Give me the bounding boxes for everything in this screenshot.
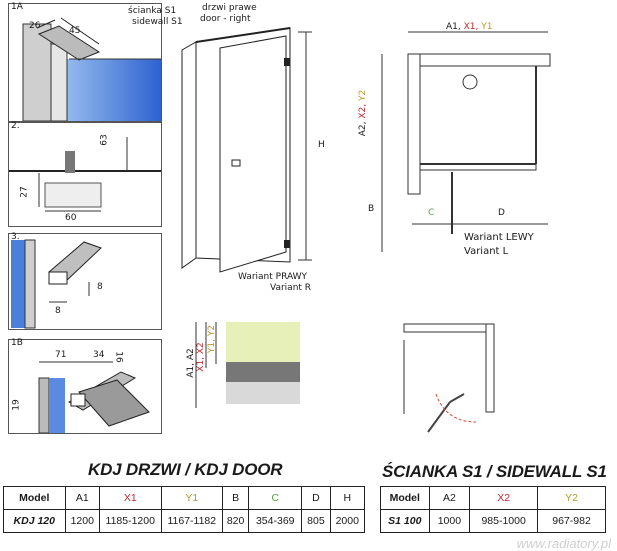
dim-34: 34 — [93, 350, 105, 360]
sidewall-label-line2: sidewall S1 — [132, 17, 183, 27]
plan-view-drawing — [381, 31, 551, 252]
panel-1b: 1B 71 34 16 19 — [8, 338, 162, 434]
detail-view: A1, A2 X1, X2 Y1, Y2 — [172, 322, 300, 414]
door-table-header-row: Model A1 X1 Y1 B C D H — [3, 486, 365, 510]
plan-c-label: C — [428, 208, 435, 218]
col-b: B — [222, 486, 250, 510]
dim-71: 71 — [55, 350, 67, 360]
door-spec-table: Model A1 X1 Y1 B C D H KDJ 120 1200 1185… — [3, 486, 365, 533]
cell-b: 820 — [222, 509, 250, 533]
cell-a1: 1200 — [64, 509, 100, 533]
dim-63: 63 — [99, 134, 110, 146]
detail-y-label: Y1, Y2 — [207, 324, 218, 354]
col-y1: Y1 — [160, 486, 224, 510]
sidewall-table-header-row: Model A2 X2 Y2 — [380, 486, 606, 510]
plan-side-y: Y2 — [358, 89, 369, 101]
dim-16: 16 — [113, 351, 124, 363]
variant-l-line1: Wariant LEWY — [464, 232, 534, 243]
col-a2: A2 — [428, 486, 471, 510]
dim-26: 26 — [29, 21, 41, 31]
door-label-line2: door - right — [200, 14, 251, 24]
cell-c: 354-369 — [248, 509, 303, 533]
plan-d-label: D — [498, 208, 505, 218]
panel-1a-label: 1A — [11, 2, 23, 12]
dim-19: 19 — [11, 399, 22, 411]
watermark: www.radiatory.pl — [516, 536, 611, 551]
cell-x2: 985-1000 — [469, 509, 539, 533]
col-h: H — [329, 486, 365, 510]
table-row: S1 100 1000 985-1000 967-982 — [380, 509, 606, 533]
panel-3: 3. 8 8 — [8, 232, 162, 330]
panel-1b-drawing — [38, 361, 150, 434]
plan-top-x: X1, — [463, 22, 482, 32]
plan-b-label: B — [368, 204, 375, 214]
panel-3-label: 3. — [11, 232, 20, 242]
plan-top-a: A1, — [446, 22, 464, 32]
panel-2-drawing — [9, 133, 161, 215]
cell-y1: 1167-1182 — [160, 509, 224, 533]
door-label-line1: drzwi prawe — [202, 3, 257, 13]
col-model: Model — [380, 486, 430, 510]
sidewall-label-line1: ścianka S1 — [128, 6, 177, 16]
front-view: ścianka S1 sidewall S1 drzwi prawe door … — [128, 0, 342, 300]
col-d: D — [301, 486, 331, 510]
cell-model: S1 100 — [380, 509, 430, 533]
cell-h: 2000 — [329, 509, 365, 533]
table-row: KDJ 120 1200 1185-1200 1167-1182 820 354… — [3, 509, 365, 533]
cell-a2: 1000 — [428, 509, 471, 533]
col-c: C — [248, 486, 303, 510]
small-plan-drawing — [403, 323, 495, 433]
plan-view: A1, X1, Y1 A2, X2, Y2 B C D Wariant LEWY… — [352, 14, 614, 276]
sidewall-spec-table: Model A2 X2 Y2 S1 100 1000 985-1000 967-… — [380, 486, 606, 533]
col-x1: X1 — [98, 486, 162, 510]
dim-8-horizontal: 8 — [55, 306, 61, 316]
plan-side-dim: A2, X2, Y2 — [358, 90, 368, 136]
col-x2: X2 — [469, 486, 539, 510]
variant-r-line2: Variant R — [270, 283, 312, 293]
col-a1: A1 — [64, 486, 100, 510]
variant-l-line2: Variant L — [464, 246, 509, 257]
cell-x1: 1185-1200 — [98, 509, 162, 533]
panel-2-label: 2. — [11, 121, 20, 131]
plan-top-y: Y1 — [481, 22, 493, 32]
cell-y2: 967-982 — [537, 509, 606, 533]
plan-side-a: A2, — [358, 118, 369, 137]
door-table-title: KDJ DRZWI / KDJ DOOR — [88, 460, 283, 479]
dim-60: 60 — [65, 213, 77, 223]
front-view-drawing — [181, 27, 312, 273]
panel-1b-label: 1B — [11, 338, 23, 348]
dim-45: 45 — [69, 26, 81, 36]
col-model: Model — [3, 486, 66, 510]
plan-top-dim: A1, X1, Y1 — [446, 22, 492, 32]
height-label-h: H — [318, 140, 325, 150]
col-y2: Y2 — [537, 486, 606, 510]
plan-side-x: X2, — [358, 101, 369, 119]
detail-a-label: A1, A2 — [185, 348, 196, 378]
panel-1a: 1A 26 45 — [8, 2, 162, 122]
cell-model: KDJ 120 — [3, 509, 66, 533]
panel-3-drawing — [11, 239, 102, 329]
dim-8-vertical: 8 — [97, 282, 103, 292]
panel-1a-drawing — [22, 17, 161, 122]
sidewall-table-title: ŚCIANKA S1 / SIDEWALL S1 — [382, 462, 607, 481]
detail-x-label: X1, X2 — [195, 342, 206, 372]
small-plan — [396, 322, 496, 440]
panel-2: 2. 63 27 60 — [8, 121, 162, 227]
dim-27: 27 — [19, 186, 30, 198]
detail-view-drawing — [195, 322, 300, 408]
cell-d: 805 — [301, 509, 331, 533]
variant-r-line1: Wariant PRAWY — [238, 272, 308, 282]
